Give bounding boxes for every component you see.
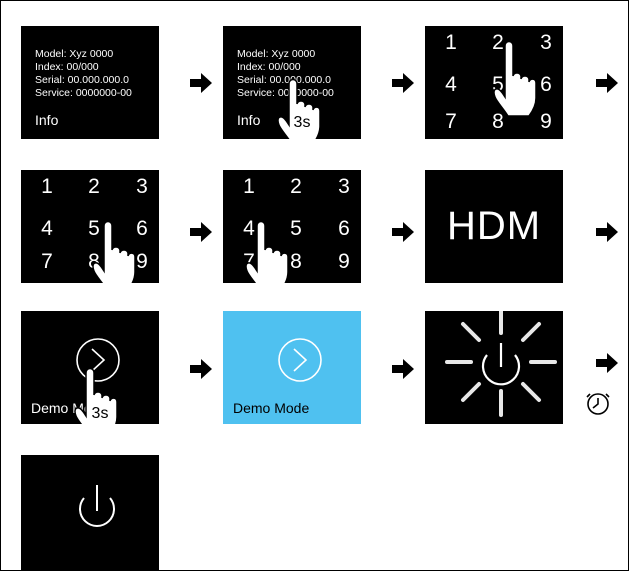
key-1: 1 bbox=[445, 31, 457, 54]
key-4: 4 bbox=[445, 73, 457, 96]
tap-finger-icon: 3s bbox=[277, 78, 321, 139]
chevron-circle-icon bbox=[278, 338, 322, 382]
demo-mode-active-screen: Demo Mode bbox=[223, 311, 361, 424]
key-6: 6 bbox=[338, 217, 350, 240]
serial-text: Serial: 00.000.000.0 bbox=[35, 74, 129, 86]
key-1: 1 bbox=[243, 175, 255, 198]
tap-finger-icon bbox=[493, 40, 537, 117]
arrow-right-icon bbox=[392, 359, 414, 379]
info-text: Model: Xyz 0000 Index: 00/000 Serial: 00… bbox=[35, 48, 132, 100]
arrow-right-icon bbox=[190, 222, 212, 242]
keypad-screen-tap-2: 1 2 3 4 5 6 7 8 9 bbox=[425, 26, 563, 139]
service-text: Service: 0000000-00 bbox=[237, 87, 334, 99]
model-text: Model: Xyz 0000 bbox=[237, 48, 316, 60]
serial-text: Serial: 00.000.000.0 bbox=[237, 74, 331, 86]
clock-icon bbox=[586, 393, 610, 415]
arrow-right-icon bbox=[190, 359, 212, 379]
key-7: 7 bbox=[41, 250, 53, 273]
standby-screen bbox=[21, 455, 159, 571]
info-label: Info bbox=[237, 112, 261, 128]
key-6: 6 bbox=[540, 73, 552, 96]
blink-rays bbox=[445, 311, 557, 417]
key-7: 7 bbox=[243, 250, 255, 273]
index-text: Index: 00/000 bbox=[237, 61, 301, 73]
keypad-screen-tap-4: 1 2 3 4 5 6 7 8 9 bbox=[223, 170, 361, 283]
demo-mode-label: Demo Mode bbox=[233, 400, 310, 416]
key-2: 2 bbox=[290, 175, 302, 198]
key-2: 2 bbox=[492, 31, 504, 54]
arrow-right-icon bbox=[392, 73, 414, 93]
model-text: Model: Xyz 0000 bbox=[35, 48, 114, 60]
key-6: 6 bbox=[136, 217, 148, 240]
power-icon bbox=[79, 485, 115, 527]
key-1: 1 bbox=[41, 175, 53, 198]
hdm-screen: HDM bbox=[425, 170, 563, 283]
key-5: 5 bbox=[290, 217, 302, 240]
index-text: Index: 00/000 bbox=[35, 61, 99, 73]
tap-finger-icon: 3s bbox=[74, 367, 118, 424]
key-3: 3 bbox=[136, 175, 148, 198]
keypad: 1 2 3 4 5 6 7 8 9 bbox=[223, 170, 361, 283]
press-time-label: 3s bbox=[92, 405, 109, 422]
info-label: Info bbox=[35, 112, 59, 128]
power-blink-screen bbox=[425, 311, 563, 424]
hdm-text: HDM bbox=[446, 204, 542, 248]
arrow-right-icon bbox=[190, 73, 212, 93]
demo-mode-press-screen: Demo Mode 3s bbox=[21, 311, 159, 424]
key-8: 8 bbox=[290, 250, 302, 273]
arrow-right-icon bbox=[596, 73, 618, 93]
key-5: 5 bbox=[492, 73, 504, 96]
key-9: 9 bbox=[540, 110, 552, 133]
tap-finger-icon bbox=[92, 220, 136, 283]
keypad: 1 2 3 4 5 6 7 8 9 bbox=[21, 170, 159, 283]
key-4: 4 bbox=[243, 217, 255, 240]
key-4: 4 bbox=[41, 217, 53, 240]
key-3: 3 bbox=[338, 175, 350, 198]
key-8: 8 bbox=[88, 250, 100, 273]
arrow-right-icon bbox=[392, 222, 414, 242]
info-text: Model: Xyz 0000 Index: 00/000 Serial: 00… bbox=[237, 48, 334, 100]
power-blink-icon bbox=[445, 311, 557, 417]
keypad-screen-tap-5: 1 2 3 4 5 6 7 8 9 bbox=[21, 170, 159, 283]
key-2: 2 bbox=[88, 175, 100, 198]
tap-finger-icon bbox=[245, 220, 289, 283]
key-3: 3 bbox=[540, 31, 552, 54]
service-text: Service: 0000000-00 bbox=[35, 87, 132, 99]
keypad: 1 2 3 4 5 6 7 8 9 bbox=[425, 26, 563, 139]
info-screen: Model: Xyz 0000 Index: 00/000 Serial: 00… bbox=[21, 26, 159, 139]
key-9: 9 bbox=[338, 250, 350, 273]
key-8: 8 bbox=[492, 110, 504, 133]
key-9: 9 bbox=[136, 250, 148, 273]
arrow-right-icon bbox=[596, 353, 618, 373]
press-time-label: 3s bbox=[294, 114, 311, 131]
key-7: 7 bbox=[445, 110, 457, 133]
info-screen-press: Model: Xyz 0000 Index: 00/000 Serial: 00… bbox=[223, 26, 361, 139]
arrow-right-icon bbox=[596, 222, 618, 242]
chevron-circle-icon bbox=[76, 338, 120, 382]
key-5: 5 bbox=[88, 217, 100, 240]
